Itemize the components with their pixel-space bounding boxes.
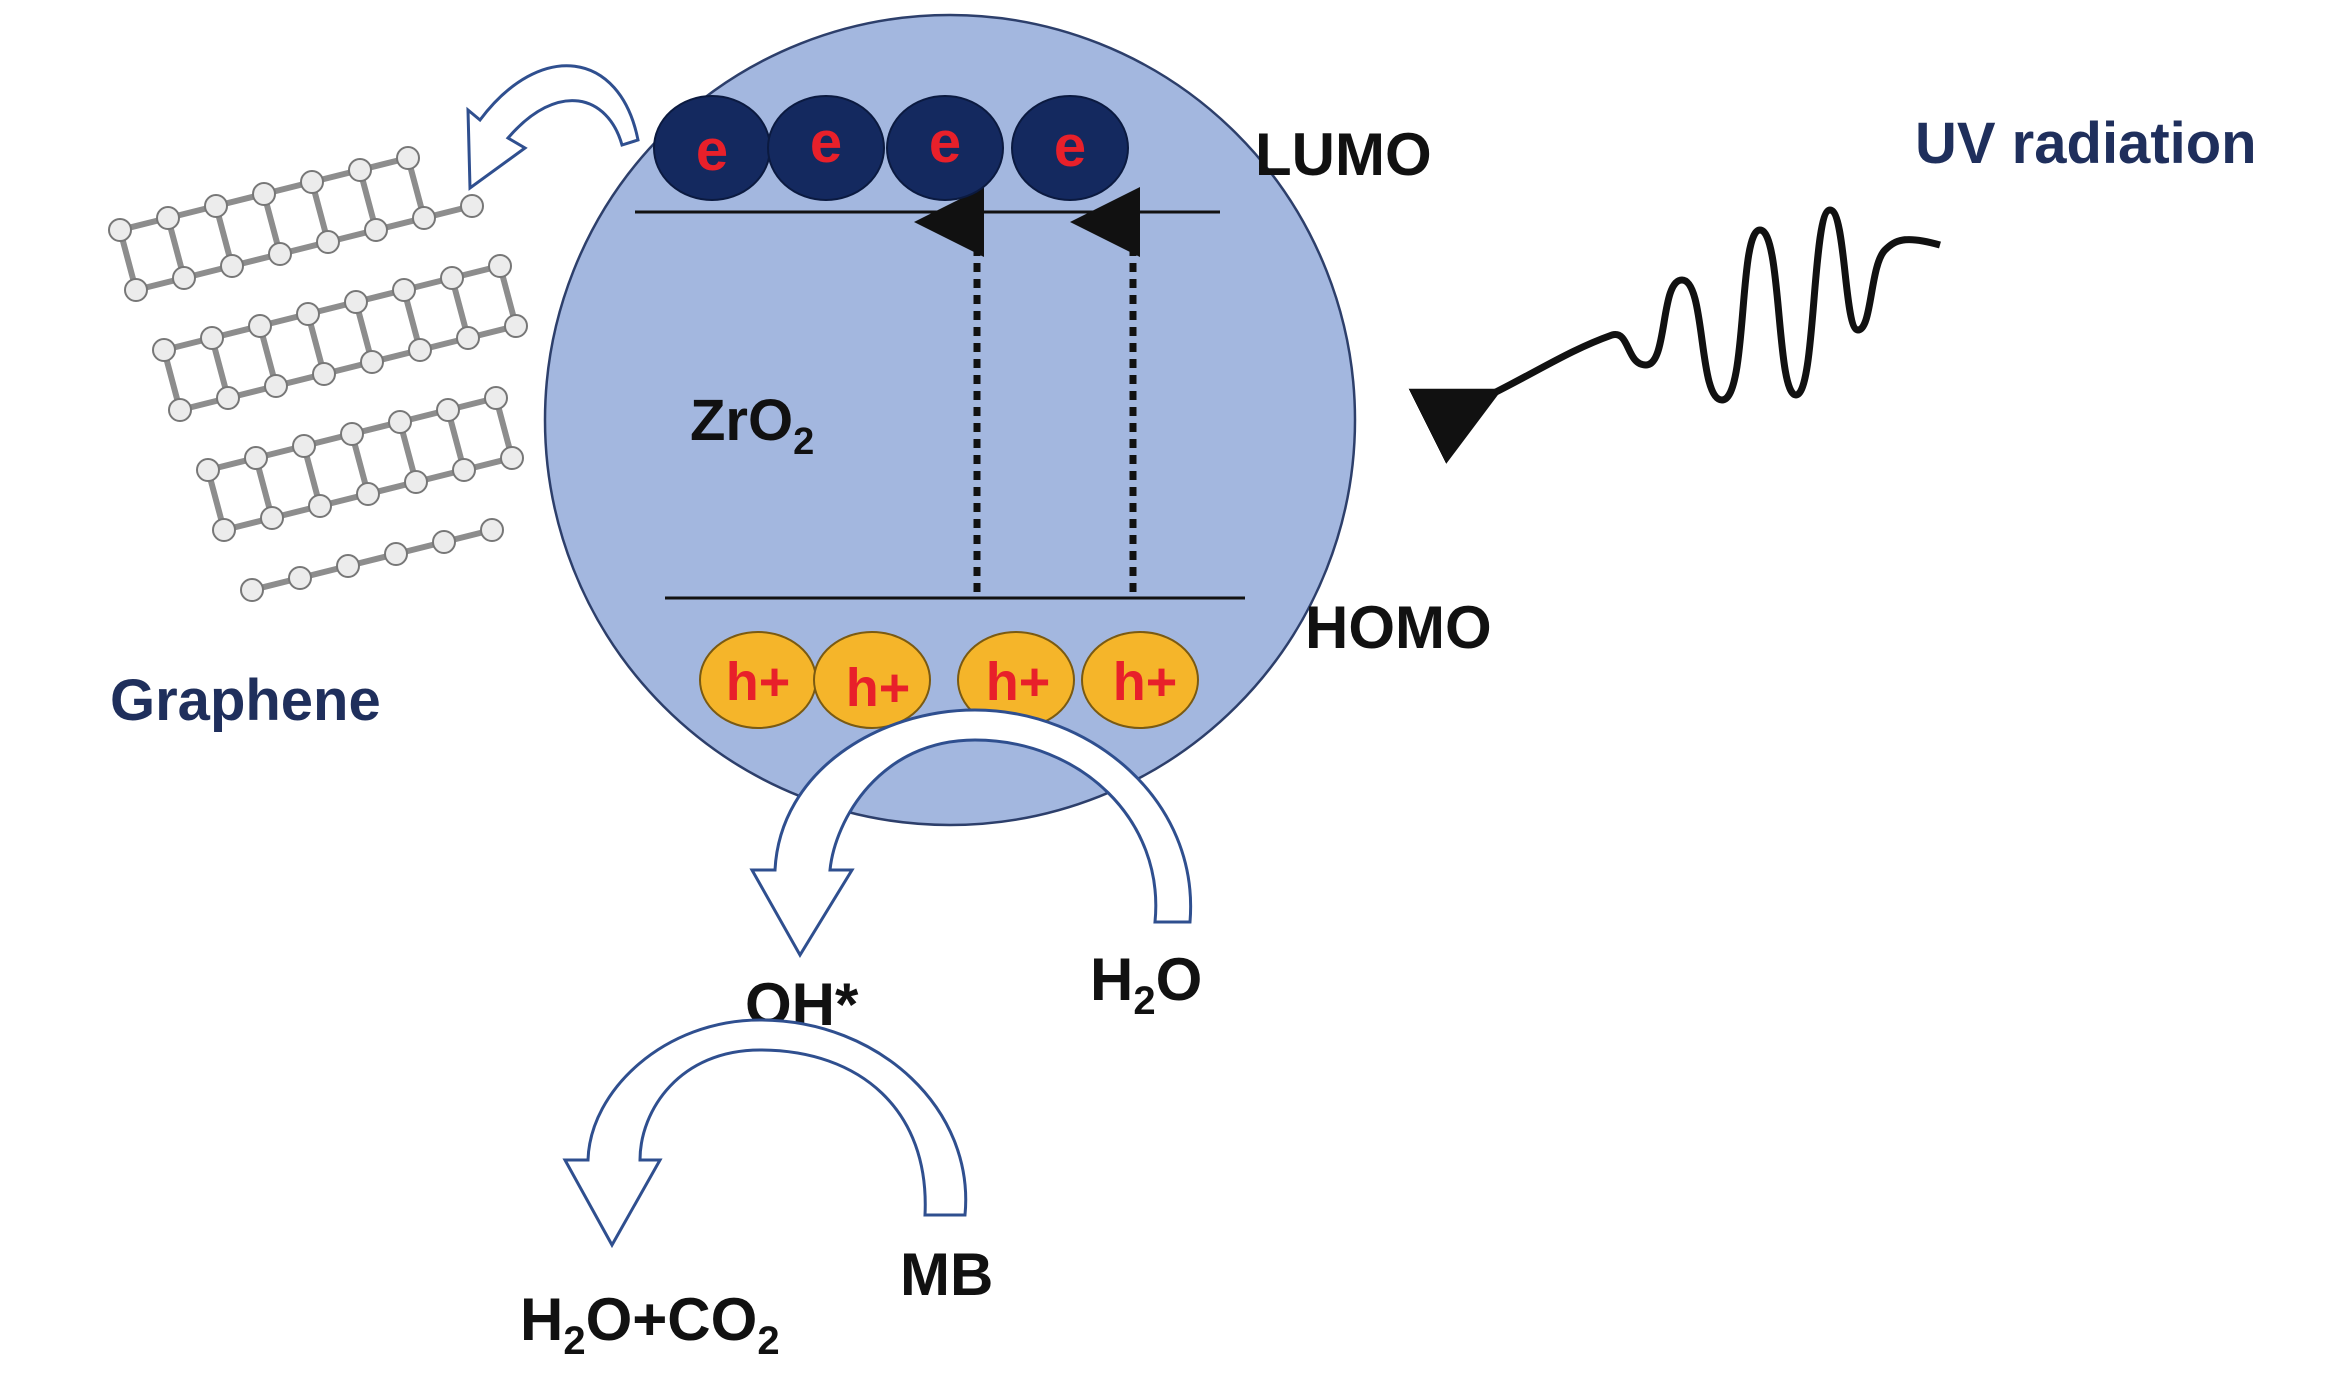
graphene-atom [268,242,292,266]
graphene-atom [440,266,464,290]
graphene-atom [452,458,476,482]
graphene-atom [316,230,340,254]
graphene-atom [388,410,412,434]
lumo-label: LUMO [1255,121,1432,188]
graphene-atom [504,314,528,338]
graphene-atom [456,326,480,350]
electron-label: e [1054,114,1086,179]
graphene-atom [196,458,220,482]
graphene-atom [312,362,336,386]
graphene-atom [392,278,416,302]
uv-label: UV radiation [1915,111,2257,176]
electron-transfer-arrow [466,64,640,191]
graphene-atom [220,254,244,278]
graphene-atom [432,530,456,554]
graphene-atom [172,266,196,290]
electron-label: e [810,110,842,175]
graphene-atom [484,386,508,410]
graphene-atom [436,398,460,422]
homo-label: HOMO [1305,594,1492,661]
graphene-atom [396,146,420,170]
graphene-atom [200,326,224,350]
graphene-atom [308,494,332,518]
graphene-atom [288,566,312,590]
electron-2: e [767,95,885,201]
graphene-atom [336,554,360,578]
graphene-atom [412,206,436,230]
hole-label: h+ [846,658,911,718]
electron-1: e [653,95,771,201]
hole-2: h+ [813,631,931,729]
electron-4: e [1011,95,1129,201]
graphene-atom [252,182,276,206]
zro2-particle [543,13,1357,827]
graphene-atom [364,218,388,242]
graphene-atom [240,578,264,602]
h2o-oxidation-arrow [749,708,1193,958]
graphene-atom [124,278,148,302]
graphene-atom [360,350,384,374]
electron-label: e [696,118,728,183]
mb-label: MB [900,1241,993,1308]
graphene-atom [204,194,228,218]
hole-1: h+ [699,631,817,729]
graphene-atom [460,194,484,218]
graphene-atom [212,518,236,542]
graphene-atom [152,338,176,362]
graphene-atom [300,170,324,194]
graphene-atom [384,542,408,566]
graphene-atom [156,206,180,230]
graphene-atom [244,446,268,470]
graphene-atom [500,446,524,470]
graphene-atom [108,218,132,242]
graphene-atom [348,158,372,182]
hole-label: h+ [986,652,1051,712]
graphene-atom [408,338,432,362]
hole-label: h+ [1113,652,1178,712]
mb-degradation-arrow [562,1018,968,1249]
graphene-label: Graphene [110,668,381,733]
electron-label: e [929,110,961,175]
graphene-atom [480,518,504,542]
graphene-atom [296,302,320,326]
graphene-atom [356,482,380,506]
graphene-atom [340,422,364,446]
products-label: H2O+CO2 [520,1286,780,1363]
wavy-arrow-icon [1408,206,1941,464]
h2o-label: H2O [1090,946,1202,1023]
graphene-atom [488,254,512,278]
zro2-label: ZrO2 [690,388,814,463]
hole-3: h+ [957,631,1075,729]
graphene-lattice-icon [108,146,528,602]
electron-3: e [886,95,1004,201]
graphene-atom [404,470,428,494]
graphene-atom [216,386,240,410]
graphene-atom [248,314,272,338]
graphene-atom [260,506,284,530]
graphene-atom [168,398,192,422]
graphene-atom [344,290,368,314]
hole-4: h+ [1081,631,1199,729]
hole-label: h+ [726,652,791,712]
graphene-atom [292,434,316,458]
graphene-atom [264,374,288,398]
